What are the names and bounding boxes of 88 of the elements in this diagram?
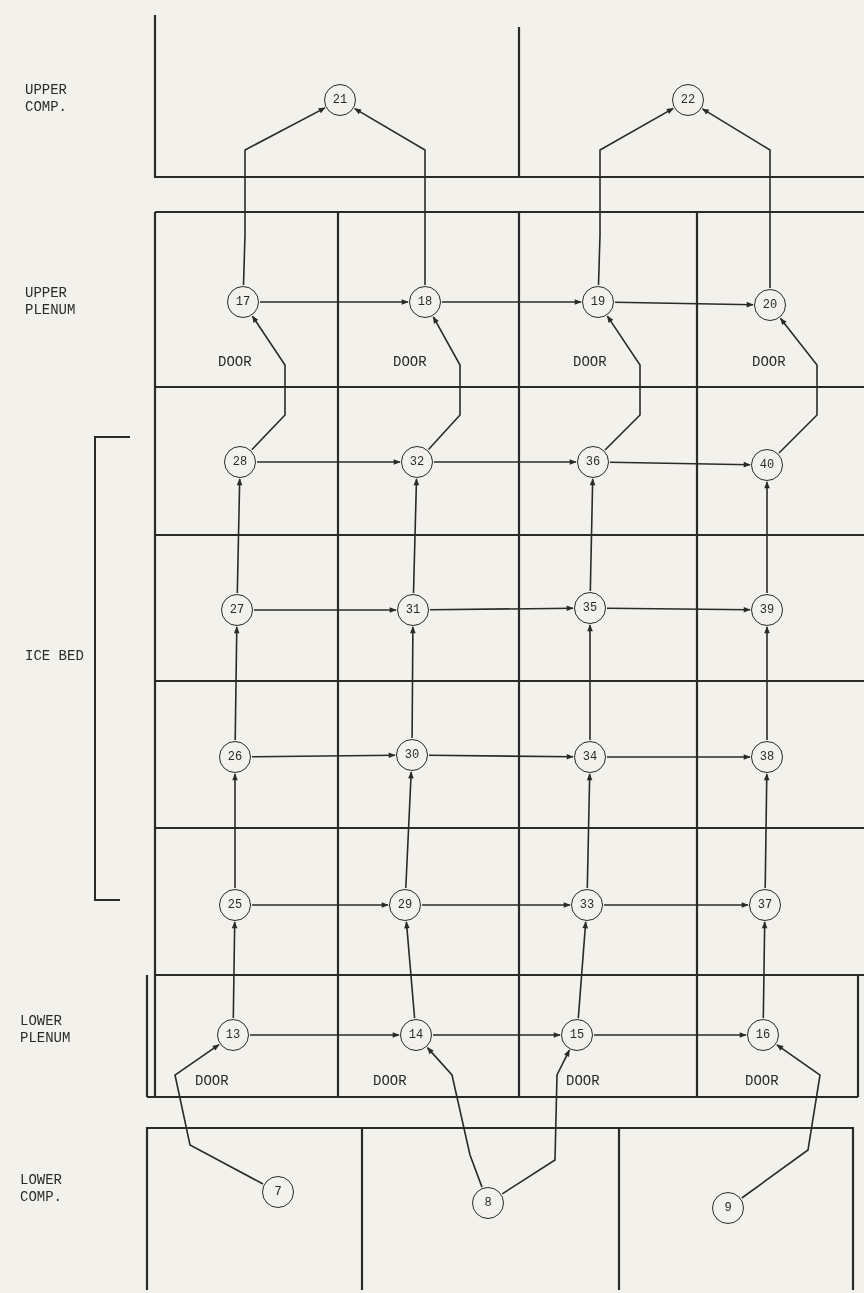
numbered-circle: 19 (582, 286, 614, 318)
arrow (603, 902, 749, 908)
arrow (421, 902, 571, 908)
numbered-circle: 38 (751, 741, 783, 773)
arrow (256, 459, 401, 465)
door-label: DOOR (752, 354, 786, 371)
arrow (764, 626, 770, 741)
numbered-circle: 40 (751, 449, 783, 481)
arrow (614, 301, 754, 308)
numbered-circle: 27 (221, 594, 253, 626)
section-label: LOWER PLENUM (20, 1013, 72, 1047)
arrow (174, 1043, 264, 1185)
arrow (609, 461, 751, 468)
numbered-circle: 13 (217, 1019, 249, 1051)
arrow (593, 1032, 747, 1038)
arrow (259, 299, 409, 305)
arrow (778, 317, 818, 454)
arrow (432, 1032, 561, 1038)
arrow (253, 607, 397, 613)
arrow (242, 107, 326, 286)
numbered-circle: 14 (400, 1019, 432, 1051)
arrow (251, 315, 286, 451)
arrow (428, 753, 574, 760)
arrow (761, 921, 768, 1019)
door-label: DOOR (573, 354, 607, 371)
numbered-circle: 9 (712, 1192, 744, 1224)
arrow (429, 605, 574, 612)
arrow (701, 108, 771, 289)
arrow (764, 481, 770, 594)
numbered-circle: 39 (751, 594, 783, 626)
numbered-circle: 16 (747, 1019, 779, 1051)
numbered-circle: 35 (574, 592, 606, 624)
numbered-circle: 31 (397, 594, 429, 626)
numbered-circle: 25 (219, 889, 251, 921)
arrow (353, 107, 426, 286)
numbered-circle: 37 (749, 889, 781, 921)
numbered-circle: 21 (324, 84, 356, 116)
numbered-circle: 7 (262, 1176, 294, 1208)
arrow (249, 1032, 400, 1038)
arrow (763, 773, 770, 889)
numbered-circle: 18 (409, 286, 441, 318)
numbered-circle: 26 (219, 741, 251, 773)
arrow (589, 478, 596, 592)
numbered-circle: 15 (561, 1019, 593, 1051)
arrow (426, 1046, 483, 1188)
arrow (597, 107, 674, 286)
arrow (404, 921, 416, 1019)
numbered-circle: 22 (672, 84, 704, 116)
section-label: UPPER PLENUM (25, 285, 77, 319)
numbered-circle: 28 (224, 446, 256, 478)
door-label: DOOR (373, 1073, 407, 1090)
arrow (412, 478, 420, 594)
numbered-circle: 32 (401, 446, 433, 478)
arrow (577, 921, 588, 1019)
door-label: DOOR (393, 354, 427, 371)
arrow (233, 626, 240, 741)
arrow (427, 316, 461, 451)
arrow (236, 478, 243, 594)
arrow (441, 299, 582, 305)
door-label: DOOR (566, 1073, 600, 1090)
arrow (586, 773, 593, 889)
door-label: DOOR (745, 1073, 779, 1090)
arrow (604, 315, 641, 451)
numbered-circle: 34 (574, 741, 606, 773)
numbered-circle: 29 (389, 889, 421, 921)
numbered-circle: 20 (754, 289, 786, 321)
arrow (587, 624, 593, 741)
door-label: DOOR (218, 354, 252, 371)
arrow (606, 754, 751, 760)
section-label: ICE BED (25, 648, 85, 665)
arrow (410, 626, 416, 739)
numbered-circle: 8 (472, 1187, 504, 1219)
arrow (501, 1049, 571, 1195)
arrow (433, 459, 577, 465)
numbered-circle: 36 (577, 446, 609, 478)
door-label: DOOR (195, 1073, 229, 1090)
numbered-circle: 33 (571, 889, 603, 921)
numbered-circle: 30 (396, 739, 428, 771)
numbered-circle: 17 (227, 286, 259, 318)
arrow (232, 773, 238, 889)
section-label: LOWER COMP. (20, 1172, 63, 1206)
arrow (405, 771, 414, 889)
arrow (741, 1044, 821, 1199)
arrow (231, 921, 238, 1019)
arrow (251, 752, 396, 759)
section-label: UPPER COMP. (25, 82, 68, 116)
arrow (251, 902, 389, 908)
arrow (606, 606, 751, 613)
